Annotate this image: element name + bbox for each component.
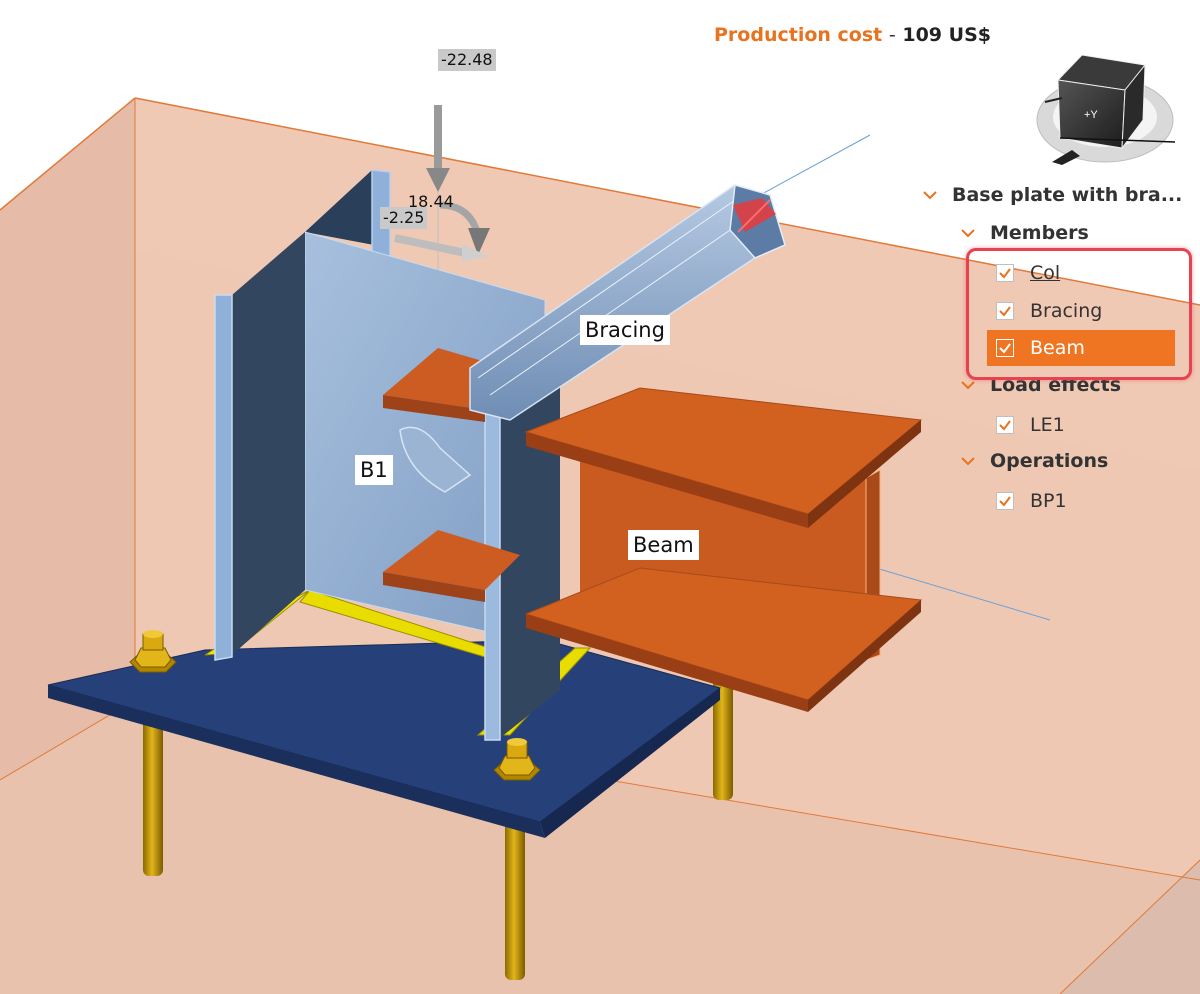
column-label: B1 [355,455,393,485]
bolt-left [129,630,177,673]
navigation-cube[interactable] [1036,54,1176,165]
nav-cube-face-label: +Y [1084,109,1098,121]
tree-item-col[interactable]: Col [996,255,1176,291]
tree-root[interactable]: Base plate with bra... [920,177,1182,213]
checkbox[interactable] [996,264,1014,282]
production-cost-separator: - [888,24,896,46]
checkbox[interactable] [996,302,1014,320]
tree-item-label: LE1 [1030,414,1065,436]
operations-header-label: Operations [990,450,1109,472]
bracing-member[interactable] [399,183,786,493]
bracing-axis-line [759,134,871,196]
bracing-label: Bracing [580,315,670,345]
beam-member[interactable] [524,387,923,712]
chevron-down-icon[interactable] [920,185,940,205]
production-cost: Production cost - 109 US$ [714,24,991,46]
checkbox[interactable] [996,416,1014,434]
force-value-side: -2.25 [380,207,428,229]
checkbox[interactable] [996,492,1014,510]
production-cost-label: Production cost [714,24,883,46]
force-value-top: -22.48 [438,49,496,71]
anchor-rods [143,675,733,980]
chevron-down-icon[interactable] [958,375,978,395]
tree-item-bracing[interactable]: Bracing [996,293,1176,329]
bracing-end-cut [733,198,776,233]
tree-item-le1[interactable]: LE1 [996,407,1176,443]
tree-item-label: Col [1030,262,1061,284]
chevron-down-icon[interactable] [958,451,978,471]
beam-label: Beam [628,530,699,560]
moment-value: 18.44 [408,192,454,211]
checkbox[interactable] [996,339,1014,357]
bolt-right [493,738,541,781]
members-highlight-box [966,248,1192,380]
tree-root-label: Base plate with bra... [952,184,1183,206]
tree-members-header[interactable]: Members [958,215,1089,251]
tree-item-bp1[interactable]: BP1 [996,483,1176,519]
chevron-down-icon[interactable] [958,223,978,243]
tree-item-label: Bracing [1030,300,1103,322]
tree-item-beam[interactable]: Beam [987,330,1175,366]
production-cost-value: 109 US$ [902,24,991,46]
load-arrows [394,105,490,270]
tree-operations-header[interactable]: Operations [958,443,1108,479]
beam-axis-line [865,564,1051,621]
members-header-label: Members [990,222,1089,244]
tree-item-label: BP1 [1030,490,1067,512]
tree-item-label: Beam [1030,337,1085,359]
